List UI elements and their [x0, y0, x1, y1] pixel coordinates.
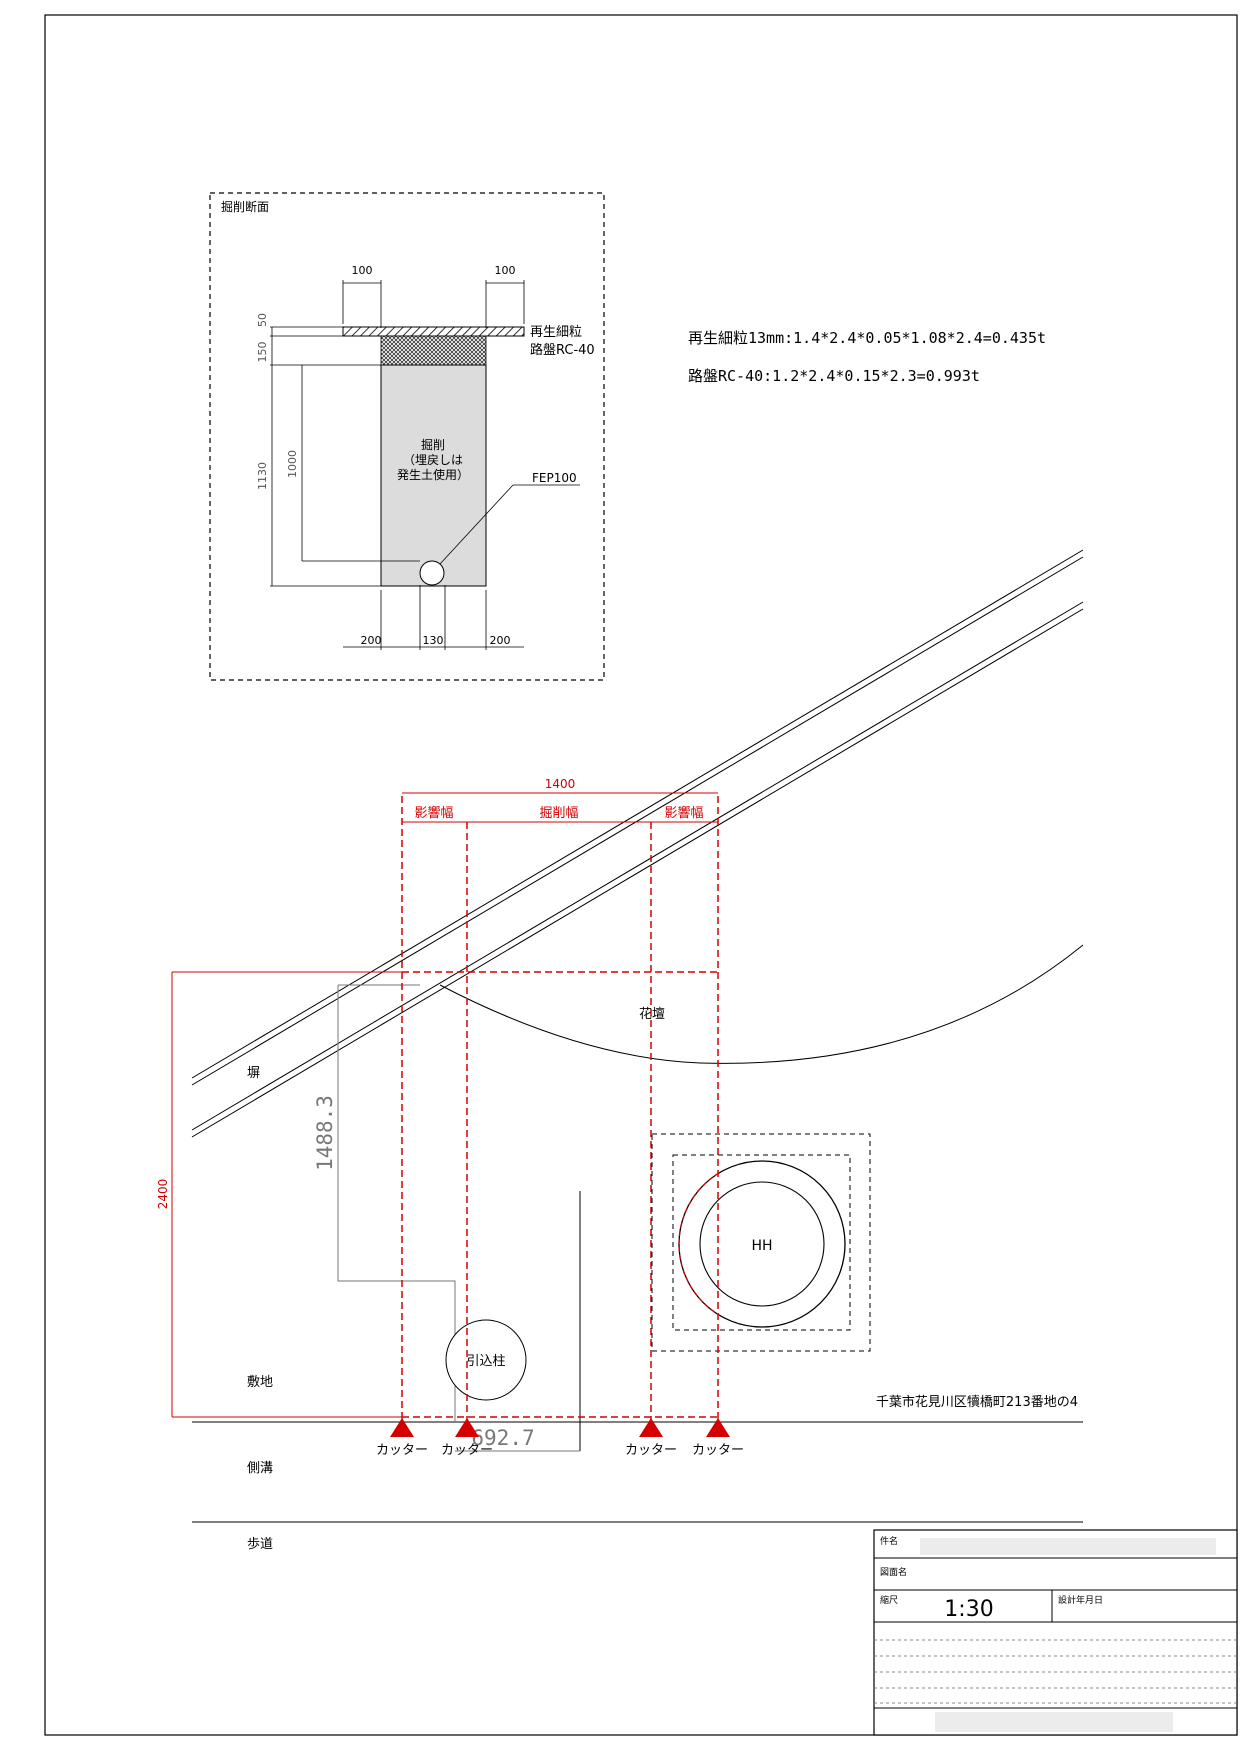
drawing-label: 図面名 — [880, 1566, 907, 1578]
note-line2: 路盤RC-40:1.2*2.4*0.15*2.3=0.993t — [688, 367, 980, 385]
zone-left-label: 影響幅 — [414, 805, 453, 821]
layer2-label: 路盤RC-40 — [530, 342, 595, 358]
label-gutter: 側溝 — [247, 1461, 273, 1476]
label-premises: 敷地 — [247, 1375, 273, 1390]
body-line1: 掘削 — [421, 437, 445, 452]
handhole-ring-inner — [699, 1181, 825, 1307]
cutter-marker-2 — [455, 1418, 479, 1437]
width-total: 1400 — [545, 777, 576, 791]
pipe-label: FEP100 — [532, 471, 577, 485]
zone-right-label: 影響幅 — [664, 805, 703, 821]
pipe — [419, 560, 445, 586]
cutter-label-1: カッター — [376, 1443, 428, 1458]
note-line1: 再生細粒13mm:1.4*2.4*0.05*1.08*2.4=0.435t — [688, 329, 1046, 347]
body-line3: 発生土使用） — [397, 467, 469, 482]
pole-label: 引込柱 — [466, 1354, 505, 1369]
cutter-label-3: カッター — [625, 1443, 677, 1458]
flowerbed-edge — [439, 944, 1084, 1064]
cutter-label-4: カッター — [692, 1443, 744, 1458]
dim-depth-pipe: 1000 — [286, 450, 299, 478]
handhole-outer — [651, 1133, 871, 1352]
dim-depth-total: 1130 — [256, 462, 269, 490]
footer-field — [935, 1712, 1173, 1732]
dim-layer1: 50 — [256, 313, 269, 327]
body-line2: （埋戻しは — [403, 453, 463, 467]
excavation-body — [380, 364, 487, 587]
zone-mid-label: 掘削幅 — [539, 806, 578, 821]
handhole-cut-arc — [678, 1172, 720, 1316]
cutter-marker-1 — [390, 1418, 414, 1437]
excavation-zones — [171, 792, 719, 1422]
dim-top-right: 100 — [495, 264, 516, 277]
wall-line — [191, 549, 1084, 1079]
layer1-label: 再生細粒 — [530, 325, 582, 340]
label-sidewalk: 歩道 — [247, 1537, 273, 1552]
cutter-label-2: カッター — [441, 1443, 493, 1458]
scale-value: 1:30 — [944, 1597, 993, 1622]
label-wall: 塀 — [247, 1066, 260, 1081]
item-label: 件名 — [880, 1535, 898, 1547]
plan-view: 1488.3 692.7 引込柱 HH 1400 影響幅 掘削幅 影響幅 — [156, 549, 1084, 1552]
dim-layer2: 150 — [256, 342, 269, 363]
dim-1488-line — [337, 985, 456, 1422]
layer-roadbed — [380, 335, 487, 366]
cutter-marker-4 — [706, 1418, 730, 1437]
dim-vertical: 1488.3 — [313, 1095, 337, 1171]
layer-recycled-fine — [342, 326, 525, 337]
dim-bottom-mid: 130 — [423, 634, 444, 647]
dim-bottom-left: 200 — [361, 634, 382, 647]
height-total: 2400 — [156, 1179, 170, 1210]
handhole-inner — [672, 1154, 851, 1331]
excavation-section: 掘削断面 100 100 再生細粒 路盤RC-40 掘削 （埋戻しは 発生土使用… — [209, 192, 605, 681]
handhole-label: HH — [751, 1238, 772, 1254]
item-name-field — [920, 1538, 1216, 1555]
dim-top-left: 100 — [352, 264, 373, 277]
cutter-marker-3 — [639, 1418, 663, 1437]
label-flowerbed: 花壇 — [639, 1006, 665, 1022]
sheet-border — [44, 14, 1238, 1736]
section-title: 掘削断面 — [221, 199, 269, 214]
date-label: 設計年月日 — [1058, 1594, 1103, 1606]
pole-circle — [445, 1319, 527, 1401]
dim-horizontal: 692.7 — [471, 1426, 534, 1450]
title-block: 件名 図面名 縮尺 1:30 設計年月日 — [873, 1529, 1238, 1736]
scale-label: 縮尺 — [880, 1594, 898, 1606]
dim-bottom-right: 200 — [490, 634, 511, 647]
address: 千葉市花見川区犢橋町213番地の4 — [876, 1394, 1078, 1410]
handhole-ring-outer — [678, 1160, 846, 1328]
